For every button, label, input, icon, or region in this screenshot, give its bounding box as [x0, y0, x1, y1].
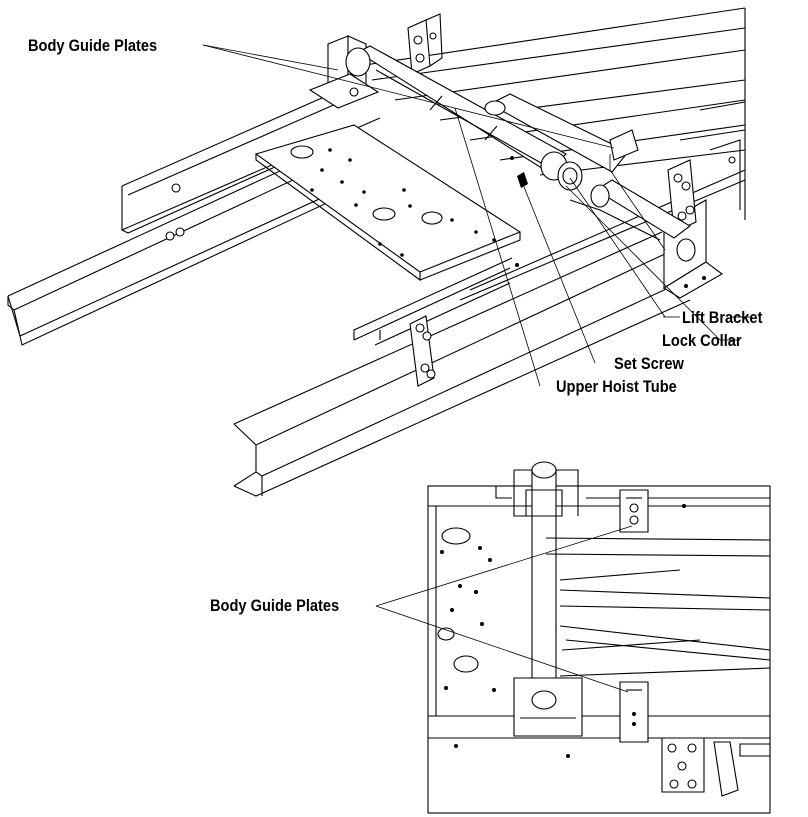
top-down-view [375, 461, 771, 814]
label-lift-bracket: Lift Bracket [682, 308, 763, 327]
label-upper-hoist-tube: Upper Hoist Tube [556, 377, 677, 396]
lock-collar-assembly [484, 93, 639, 191]
channel-bolts [165, 183, 519, 267]
label-lock-collar: Lock Collar [662, 331, 742, 350]
right-guide-plate [667, 139, 741, 233]
label-body-guide-plates-bottom: Body Guide Plates [210, 596, 340, 615]
front-guide-plate [409, 315, 436, 387]
set-screw [517, 172, 528, 188]
leader-lines-top [202, 44, 750, 387]
isometric-view [7, 7, 750, 497]
upper-hoist-tube [345, 45, 568, 181]
perforated-plate [254, 124, 522, 282]
lift-tube [569, 179, 691, 241]
cross-member [353, 257, 513, 346]
leader-lines-bottom [375, 525, 633, 693]
label-body-guide-plates-top: Body Guide Plates [28, 36, 158, 55]
upper-right-guide-plate [407, 13, 443, 75]
label-set-screw: Set Screw [614, 354, 684, 373]
